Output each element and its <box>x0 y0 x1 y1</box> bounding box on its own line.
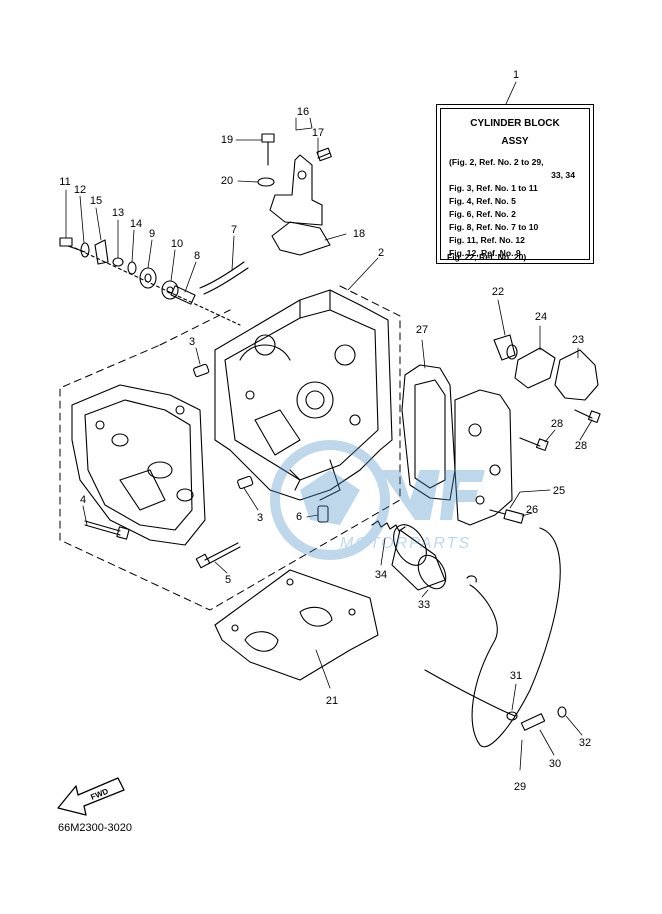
callout-label: 25 <box>552 485 566 497</box>
callout-label: 30 <box>548 758 562 770</box>
legend-line: Fig. 6, Ref. No. 2 <box>449 209 516 219</box>
callout-label: 23 <box>571 334 585 346</box>
callout-label: 22 <box>491 286 505 298</box>
fitting <box>489 509 525 524</box>
watermark-logo: MOTORPARTS <box>270 440 485 560</box>
callout-label: 26 <box>525 504 539 516</box>
callout-label: 6 <box>295 511 303 523</box>
callout-label: 27 <box>415 324 429 336</box>
diagram-code: 66M2300-3020 <box>58 822 133 834</box>
callout-label: 32 <box>578 737 592 749</box>
callout-label: 9 <box>148 228 156 240</box>
callout-label: 10 <box>170 238 184 250</box>
callout-label: 12 <box>73 184 87 196</box>
gasket <box>514 347 556 389</box>
legend-line: Fig. 22, Ref. No. 20) <box>447 252 527 262</box>
legend-title: CYLINDER BLOCK <box>470 118 560 129</box>
pin <box>317 505 329 523</box>
spring <box>371 520 406 532</box>
callout-label: 13 <box>111 207 125 219</box>
bolt <box>84 520 130 540</box>
callout-label: 20 <box>220 175 234 187</box>
callout-label: 11 <box>59 176 71 188</box>
bracket <box>269 154 323 226</box>
legend-line: Fig. 3, Ref. No. 1 to 11 <box>449 183 538 193</box>
oil-filter <box>391 524 447 591</box>
callout-label: 8 <box>193 250 201 262</box>
callout-label: 33 <box>417 599 431 611</box>
callout-label: 31 <box>509 670 523 682</box>
callout-label: 34 <box>374 569 388 581</box>
bolt <box>195 542 241 569</box>
callout-label: 1 <box>512 69 520 81</box>
watermark-text: MOTORPARTS <box>340 535 471 552</box>
callout-label: 29 <box>513 781 527 793</box>
oil-pump-cover <box>454 389 513 526</box>
legend-line: (Fig. 2, Ref. No. 2 to 29, <box>449 157 544 167</box>
washer <box>257 177 275 187</box>
bolt <box>261 133 275 166</box>
callout-label: 28 <box>550 418 564 430</box>
bolt <box>519 409 601 451</box>
callout-label: 18 <box>352 228 366 240</box>
callout-label: 17 <box>311 127 325 139</box>
gasket <box>271 221 331 256</box>
assembly-legend: CYLINDER BLOCK ASSY (Fig. 2, Ref. No. 2 … <box>436 104 594 264</box>
dashed-assembly-outline <box>59 285 401 611</box>
legend-line: 33, 34 <box>551 170 575 180</box>
fwd-arrow-icon: FWD <box>57 777 125 816</box>
legend-subtitle: ASSY <box>501 136 529 147</box>
callout-label: 4 <box>79 494 87 506</box>
callout-label: 3 <box>188 336 196 348</box>
gasket <box>414 379 446 489</box>
callout-label: 19 <box>220 134 234 146</box>
callout-label: 15 <box>89 195 103 207</box>
leader-lines <box>65 81 593 771</box>
callout-label: 14 <box>129 218 143 230</box>
thermostat-cover <box>554 349 599 401</box>
callout-label: 24 <box>534 311 548 323</box>
callout-label: 3 <box>256 512 264 524</box>
callout-label: 21 <box>325 695 339 707</box>
dowel-pin <box>193 363 254 490</box>
exhaust-cover <box>71 384 206 546</box>
hose <box>424 527 567 748</box>
tube <box>199 261 249 295</box>
callout-label: 7 <box>230 224 238 236</box>
legend-line: Fig. 8, Ref. No. 7 to 10 <box>449 222 539 232</box>
callout-label: 16 <box>296 106 310 118</box>
legend-inner-frame: CYLINDER BLOCK ASSY (Fig. 2, Ref. No. 2 … <box>440 108 590 260</box>
legend-line: Fig. 12, Ref. No. 9 <box>449 248 521 258</box>
callout-label: 2 <box>377 247 385 259</box>
gasket <box>214 569 379 681</box>
legend-line: Fig. 4, Ref. No. 5 <box>449 196 516 206</box>
bolt <box>316 147 332 162</box>
callout-label: 28 <box>574 440 588 452</box>
gasket <box>401 364 456 501</box>
legend-line: Fig. 11, Ref. No. 12 <box>449 235 525 245</box>
sensor <box>493 334 518 361</box>
cylinder-block <box>214 289 393 501</box>
callout-label: 5 <box>224 574 232 586</box>
